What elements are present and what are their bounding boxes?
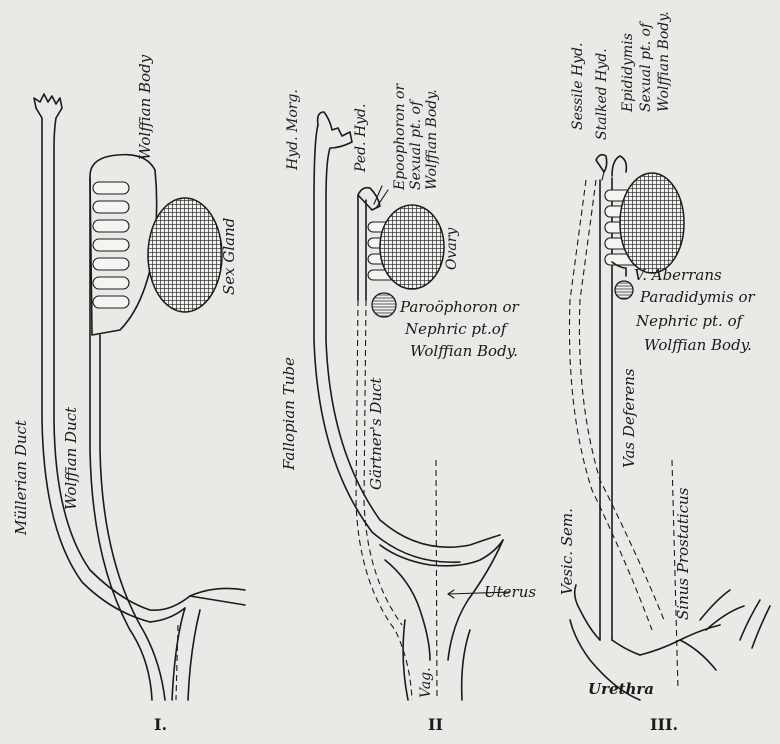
paroophoron-shape <box>372 293 396 317</box>
label-wolffian-duct: Wolffian Duct <box>62 406 80 510</box>
panel-three: Sessile Hyd. Stalked Hyd. Epididymis Sex… <box>558 11 770 734</box>
label-panel-one: I. <box>154 715 167 734</box>
label-uterus: Uterus <box>484 583 536 601</box>
label-epoophoron-3: Wolffian Body. <box>424 89 440 190</box>
label-v-aberrans: V. Aberrans <box>634 266 722 284</box>
label-vas-deferens: Vas Deferens <box>620 368 638 468</box>
label-panel-two: II <box>428 715 443 734</box>
label-paradidymis-2: Nephric pt. of <box>635 312 745 330</box>
label-epoophoron-1: Epoophoron or <box>392 83 408 191</box>
label-paradidymis-3: Wolffian Body. <box>644 336 752 354</box>
label-paroophoron-3: Wolffian Body. <box>410 342 518 360</box>
label-stalked-hyd: Stalked Hyd. <box>594 48 610 140</box>
ovary-shape <box>380 205 444 289</box>
label-wolffian-body: Wolffian Body <box>136 54 154 160</box>
label-vag: Vag. <box>418 667 434 698</box>
testis-shape <box>620 173 684 273</box>
label-epididymis-2: Sexual pt. of <box>638 20 654 112</box>
label-ovary: Ovary <box>444 227 460 270</box>
label-sex-gland: Sex Gland <box>220 218 238 295</box>
label-sessile-hyd: Sessile Hyd. <box>570 43 586 130</box>
label-hyd-morg: Hyd. Morg. <box>285 89 301 171</box>
label-fallopian-tube: Fallopian Tube <box>280 357 298 471</box>
label-mullerian-duct: Müllerian Duct <box>12 419 30 536</box>
wolffian-body-shape <box>90 155 157 335</box>
label-paroophoron-2: Nephric pt.of <box>404 320 509 338</box>
sex-gland-shape <box>148 198 222 312</box>
label-sinus-prostaticus: Sinus Prostaticus <box>674 487 692 620</box>
mullerian-duct-shape <box>34 94 150 622</box>
label-ped-hyd: Ped. Hyd. <box>353 104 369 173</box>
panel-one: Wolffian Body Sex Gland Müllerian Duct W… <box>12 54 245 734</box>
label-gartners-duct: Gärtner's Duct <box>367 376 385 490</box>
label-panel-three: III. <box>650 715 678 734</box>
label-paroophoron-1: Paroöphoron or <box>399 298 520 316</box>
label-vesic-sem: Vesic. Sem. <box>558 508 576 595</box>
panel-one-base <box>150 588 245 700</box>
paradidymis-shape <box>615 281 633 299</box>
label-epididymis-3: Wolffian Body. <box>656 11 672 112</box>
label-urethra: Urethra <box>588 680 654 698</box>
label-epididymis-1: Epididymis <box>620 33 636 113</box>
label-epoophoron-2: Sexual pt. of <box>408 98 424 190</box>
uterus-shape <box>380 460 503 700</box>
panel-two: Hyd. Morg. Ped. Hyd. Epoophoron or Sexua… <box>280 83 536 734</box>
label-paradidymis-1: Paradidymis or <box>639 288 755 306</box>
